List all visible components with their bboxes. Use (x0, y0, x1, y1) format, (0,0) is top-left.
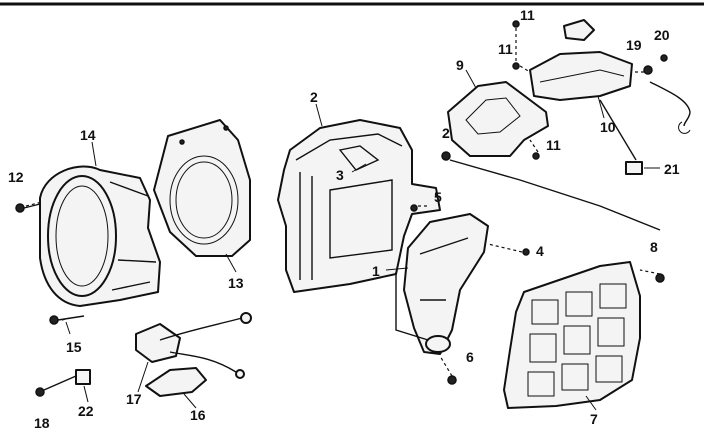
label-8: 8 (650, 239, 658, 255)
label-14: 14 (80, 127, 96, 143)
label-11-middle: 11 (498, 41, 513, 57)
label-22: 22 (78, 403, 94, 419)
part-17-control-box (135, 323, 181, 363)
part-2-housing (277, 119, 441, 293)
part-9-bracket (447, 81, 549, 157)
label-21: 21 (664, 161, 680, 177)
part-22-block (75, 369, 91, 385)
label-17: 17 (126, 391, 142, 407)
part-14-fan-shroud (39, 165, 161, 307)
label-16: 16 (190, 407, 206, 423)
label-6: 6 (466, 349, 474, 365)
label-18: 18 (34, 415, 50, 431)
part-1-duct (403, 213, 489, 355)
screws (15, 20, 668, 397)
label-13: 13 (228, 275, 244, 291)
label-2-screw: 2 (442, 125, 450, 141)
part-13-gasket (153, 119, 251, 257)
part-10-top-bracket (529, 19, 633, 101)
label-15: 15 (66, 339, 82, 355)
label-7: 7 (590, 411, 598, 427)
assembly-lines (25, 28, 661, 377)
label-1: 1 (372, 263, 380, 279)
part-21-clip (625, 161, 643, 175)
label-2-housing: 2 (310, 89, 318, 105)
label-9: 9 (456, 57, 464, 73)
label-3: 3 (336, 167, 344, 183)
label-19: 19 (626, 37, 642, 53)
label-11-lower: 11 (546, 137, 561, 153)
wires (159, 81, 691, 379)
label-4: 4 (536, 243, 544, 259)
label-10: 10 (600, 119, 616, 135)
label-12: 12 (8, 169, 24, 185)
leader-lines (65, 69, 660, 411)
part-labels: 1 2 2 3 4 5 6 7 8 9 10 11 11 11 12 13 14… (8, 7, 680, 431)
label-11-top: 11 (520, 7, 535, 23)
part-16-bracket (145, 367, 207, 397)
label-5: 5 (434, 189, 442, 205)
label-20: 20 (654, 27, 670, 43)
part-7-grille-plate (503, 261, 641, 409)
